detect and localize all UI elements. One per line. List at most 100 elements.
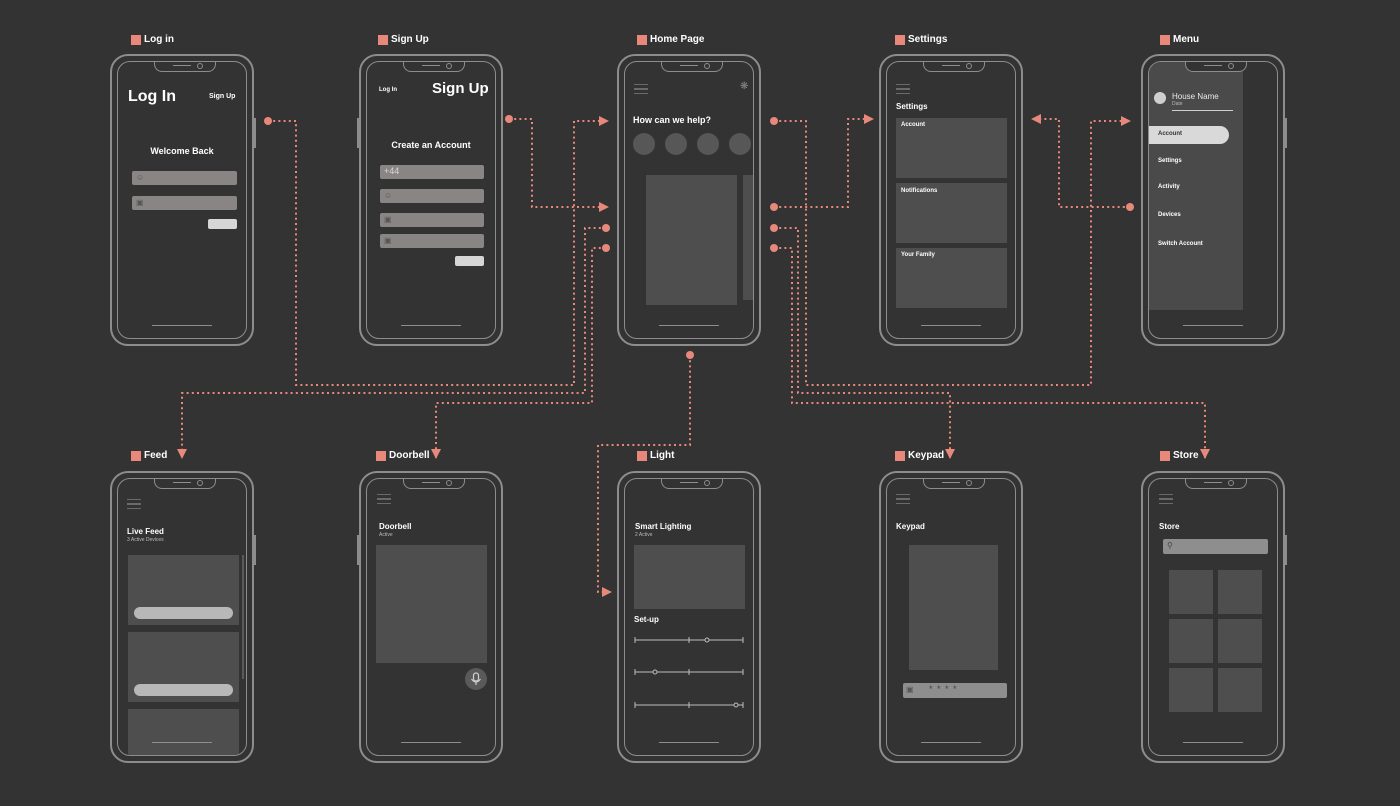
menu-drawer [1149,62,1243,310]
settings-card-account[interactable]: Account [896,118,1007,178]
menu-item-devices[interactable]: Devices [1158,212,1181,218]
frame-label-settings: Settings [895,34,947,45]
store-product-tile[interactable] [1218,570,1262,614]
phone-notch [154,479,216,489]
feed-card-bar[interactable] [134,684,233,696]
phone-notch [403,62,465,72]
frame-label-store: Store [1160,450,1199,461]
menu-item-activity[interactable]: Activity [1158,184,1180,190]
login-link[interactable]: Log In [379,87,397,93]
store-product-tile[interactable] [1218,668,1262,712]
connector-dot [770,203,778,211]
login-title: Log In [128,88,176,105]
avatar[interactable] [1154,92,1166,104]
connector-dot [264,117,272,125]
signup-link[interactable]: Sign Up [209,93,236,100]
settings-title: Settings [896,102,928,111]
home-indicator [921,741,981,743]
phone-notch [661,62,723,72]
lock-icon: ▣ [384,236,392,245]
connector-dot [505,115,513,123]
settings-card-notifications[interactable]: Notifications [896,183,1007,243]
signup-button[interactable] [455,256,484,266]
quick-action-button[interactable] [665,133,687,155]
menu-icon[interactable] [127,499,141,509]
feed-title: Live Feed [127,527,164,536]
name-field[interactable]: ☺ [380,189,484,203]
feed-card[interactable] [128,632,239,702]
quick-action-button[interactable] [697,133,719,155]
password-field[interactable]: ▣ [132,196,237,210]
light-sliders [634,637,744,708]
settings-icon[interactable]: ❋ [740,81,749,92]
quick-action-button[interactable] [729,133,751,155]
connector-dot [770,117,778,125]
menu-icon[interactable] [634,84,648,94]
device-card[interactable] [646,175,737,305]
store-product-tile[interactable] [1169,570,1213,614]
phone-signup: Log In Sign Up Create an Account +44 ☺ ▣… [357,54,503,346]
scrollbar[interactable] [242,555,244,679]
phone-notch [154,62,216,72]
menu-item-switch-account[interactable]: Switch Account [1158,241,1203,247]
menu-icon[interactable] [896,494,910,504]
store-product-tile[interactable] [1218,619,1262,663]
store-product-tile[interactable] [1169,619,1213,663]
keypad-code-field[interactable]: ▣ * * * * [903,683,1007,698]
login-button[interactable] [208,219,237,229]
keypad-title: Keypad [896,522,925,531]
connector-home-keypad [774,227,955,459]
quick-action-button[interactable] [633,133,655,155]
light-subtitle: 2 Active [635,532,653,538]
house-date: Date [1172,101,1183,107]
home-indicator [1183,741,1243,743]
feed-card-bar[interactable] [134,607,233,619]
frame-label-home: Home Page [637,34,704,45]
phone-home: ❋ How can we help? [617,54,761,346]
doorbell-title: Doorbell [379,522,412,531]
settings-card-family[interactable]: Your Family [896,248,1007,308]
frame-label-text: Menu [1173,34,1200,45]
menu-icon[interactable] [896,84,910,94]
frame-label-text: Settings [908,34,948,45]
store-product-tile[interactable] [1169,668,1213,712]
welcome-text: Welcome Back [150,146,214,156]
frame-label-text: Light [650,450,675,461]
password-field[interactable]: ▣ [380,213,484,227]
connector-home-light [597,355,691,597]
menu-icon[interactable] [1159,494,1173,504]
menu-item-label: Account [1158,131,1182,137]
store-title: Store [1159,522,1180,531]
card-label: Account [901,122,925,128]
phone-menu: House Name Date Account Settings Activit… [1141,54,1287,346]
feed-card[interactable] [128,555,239,625]
slider-thumb [704,637,710,643]
connector-dot [602,244,610,252]
signup-title: Sign Up [432,80,489,97]
phone-notch [1185,479,1247,489]
keypad-panel[interactable] [909,545,998,670]
menu-icon[interactable] [377,494,391,504]
menu-item-account[interactable]: Account [1149,126,1229,144]
confirm-password-field[interactable]: ▣ [380,234,484,248]
frame-label-text: Doorbell [389,450,430,461]
device-card[interactable] [743,175,753,300]
frame-label-feed: Feed [131,450,167,461]
store-search-input[interactable]: ⚲ [1163,539,1268,554]
phone-keypad: Keypad ▣ * * * * [879,471,1023,763]
slider-thumb [733,702,739,708]
home-indicator [659,324,719,326]
feed-card[interactable] [128,709,239,755]
phone-field[interactable]: +44 [380,165,484,179]
frame-label-text: Sign Up [391,34,429,45]
phone-settings: Settings Account Notifications Your Fami… [879,54,1023,346]
frame-label-light: Light [637,450,674,461]
microphone-button[interactable] [465,668,487,690]
camera-view [376,545,487,663]
card-label: Your Family [901,252,935,258]
frame-label-login: Log in [131,34,174,45]
phone-store: Store ⚲ [1141,471,1287,763]
username-field[interactable]: ☺ [132,171,237,185]
slider-thumb [652,669,658,675]
menu-item-settings[interactable]: Settings [1158,158,1182,164]
